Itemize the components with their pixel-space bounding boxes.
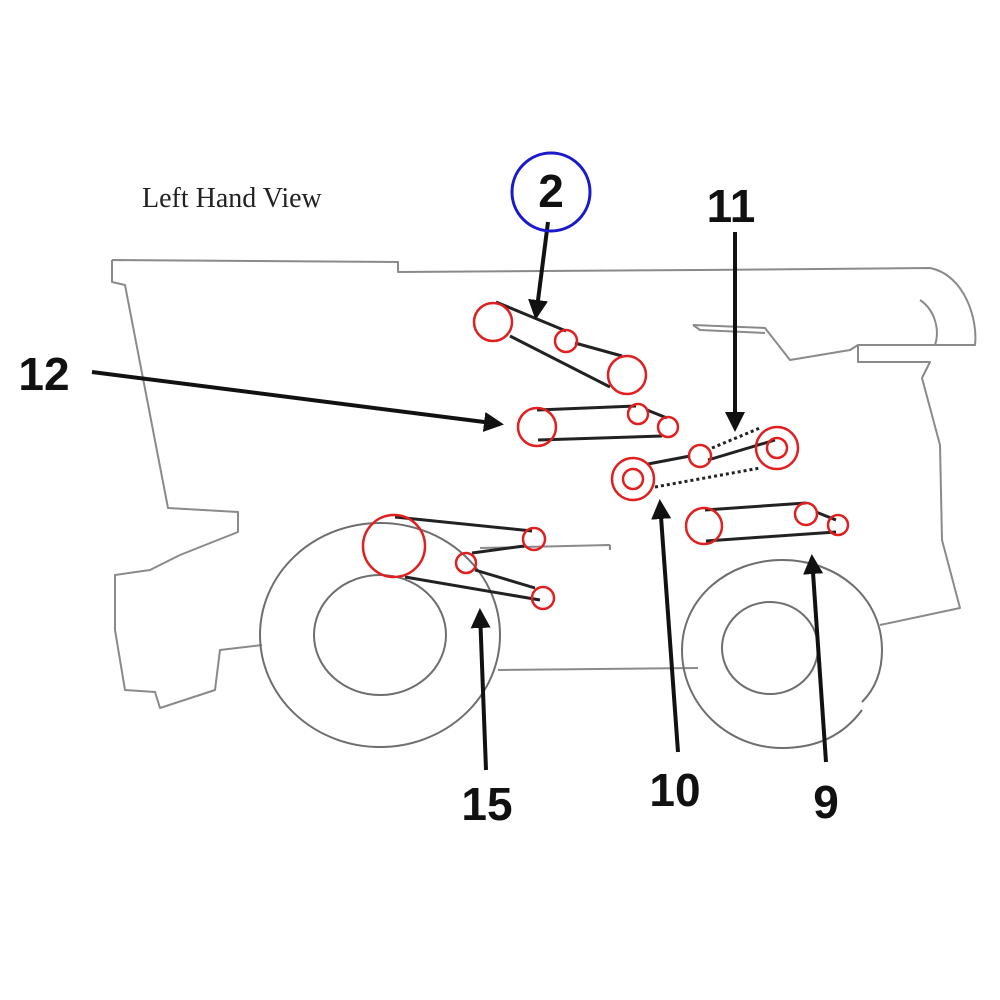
- pulley: [610, 456, 656, 502]
- belt-drive-15: [361, 513, 556, 611]
- combine-outline: [111, 259, 977, 709]
- pulley: [765, 436, 789, 460]
- belt-drive-9: [684, 501, 850, 546]
- pulley: [454, 551, 478, 575]
- pulley: [606, 354, 648, 396]
- callout-labels[interactable]: 2 11 12 15 10 9: [18, 165, 838, 830]
- belt-drive-12: [516, 402, 680, 448]
- rear-wheel-hub: [721, 601, 819, 695]
- belt-drive-2: [472, 300, 648, 396]
- pulley: [626, 402, 650, 426]
- rear-wheel: [680, 558, 884, 750]
- callout-11[interactable]: 11: [707, 180, 756, 232]
- pulley: [684, 506, 724, 546]
- pulley: [656, 415, 680, 439]
- rear-wheel-tire: [680, 558, 884, 750]
- pulley: [687, 443, 713, 469]
- leader-15: [470, 608, 491, 771]
- leader-10: [651, 499, 680, 753]
- front-wheel-tire: [259, 522, 501, 748]
- callout-2[interactable]: 2: [538, 165, 564, 217]
- callout-15[interactable]: 15: [461, 778, 512, 830]
- callout-leaders: [91, 221, 828, 771]
- front-wheel-hub: [313, 574, 447, 696]
- pulley: [621, 467, 645, 491]
- front-wheel: [259, 522, 501, 748]
- pulley: [516, 406, 558, 448]
- belt-drive-11-10: [610, 425, 800, 502]
- view-title: Left Hand View: [142, 183, 323, 214]
- pulley: [553, 328, 579, 354]
- pulley: [530, 585, 556, 611]
- leader-12: [91, 370, 504, 432]
- pulley: [521, 526, 547, 552]
- pulley: [793, 501, 819, 527]
- pulley: [826, 513, 850, 537]
- leader-9: [803, 554, 828, 763]
- highlight-circle: [510, 151, 592, 233]
- callout-12[interactable]: 12: [18, 348, 69, 400]
- callout-10[interactable]: 10: [649, 764, 700, 816]
- pulley: [361, 513, 427, 579]
- pulley: [472, 301, 514, 343]
- leader-2: [528, 221, 550, 320]
- pulley: [754, 425, 800, 471]
- callout-9[interactable]: 9: [813, 776, 839, 828]
